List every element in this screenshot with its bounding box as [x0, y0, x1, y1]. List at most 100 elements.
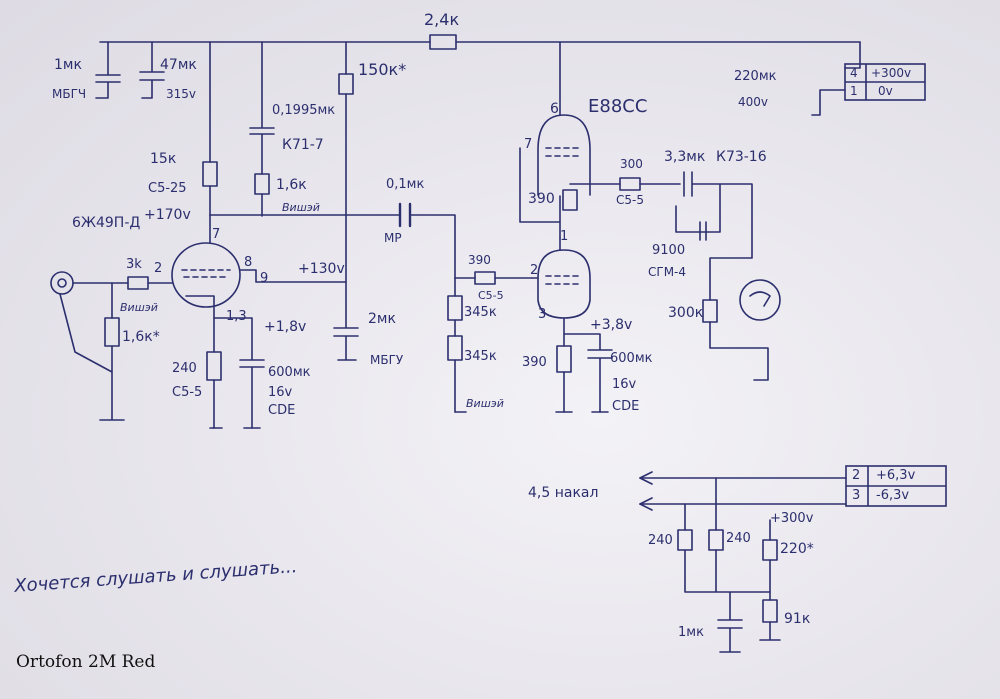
label-220: 220* [780, 541, 814, 557]
label-c5-25: С5-25 [148, 181, 187, 196]
cap-3-3mk [675, 171, 721, 241]
label-600mk-b: 600мк [610, 351, 653, 366]
label-2mk: 2мк [368, 311, 396, 327]
label-cde: CDE [268, 403, 296, 418]
label-9100: 9100 [652, 243, 686, 258]
res-300 [619, 177, 641, 191]
label-1-6k-anode: 1,6к [276, 177, 307, 193]
label-mbgch: МБГЧ [52, 87, 87, 101]
tube-e88cc-bottom [537, 249, 591, 319]
caption: Ortofon 2M Red [16, 652, 156, 672]
label-pin-8: 8 [244, 255, 253, 270]
conn1-val-1: 0v [878, 84, 893, 98]
label-sgm-4: СГМ-4 [648, 265, 687, 279]
res-1-6k-grid [104, 317, 120, 347]
label-pin-1: 1 [560, 229, 569, 244]
label-0-1995mk: 0,1995мк [272, 103, 336, 118]
label-400v: 400v [738, 95, 769, 109]
res-390-k [562, 189, 578, 211]
label-345k-a: 345к [464, 305, 497, 320]
label-vishay-1: Вишэй [282, 201, 320, 214]
res-345k-a [447, 295, 463, 321]
label-315v: 315v [166, 87, 197, 101]
label-e88cc: E88CC [588, 96, 648, 117]
label-tube-6zh49p: 6Ж49П-Д [72, 215, 141, 231]
cap-1mk [95, 41, 121, 99]
label-pin-6: 6 [550, 101, 559, 117]
label-plus-1-8v: +1,8v [264, 319, 307, 335]
res-3k [127, 276, 149, 290]
res-240 [206, 351, 222, 381]
label-mr: МР [384, 231, 402, 245]
res-220 [762, 539, 778, 561]
conn1-pin-1: 1 [850, 84, 858, 98]
label-k71-7: К71-7 [282, 137, 324, 153]
label-plus-3-8v: +3,8v [590, 317, 633, 333]
label-1mk: 1мк [678, 625, 704, 640]
res-15k [202, 161, 218, 187]
tube-6zh49p [171, 242, 241, 308]
label-plus-170v: +170v [144, 207, 191, 223]
label-cde-b: CDE [612, 399, 640, 414]
cap-0-1mk [398, 202, 412, 228]
label-pin-2: 2 [154, 261, 163, 276]
label-1-6k-grid: 1,6к* [122, 329, 160, 345]
conn1-pin-4: 4 [850, 66, 858, 80]
label-345k-b: 345к [464, 349, 497, 364]
res-91k [762, 599, 778, 623]
label-plus-300v: +300v [770, 511, 814, 526]
res-345k-b [447, 335, 463, 361]
label-pin-3: 3 [538, 307, 547, 322]
output-meter [739, 279, 781, 321]
label-240: 240 [172, 361, 197, 376]
label-600mk: 600мк [268, 365, 311, 380]
label-300k: 300к [668, 305, 704, 321]
res-390-kb [556, 345, 572, 373]
label-15k: 15к [150, 151, 177, 167]
label-c5-5-c: С5-5 [616, 193, 644, 207]
label-vishay-2: Вишэй [120, 301, 158, 314]
res-300k [702, 299, 718, 323]
label-vishay-3: Вишэй [466, 397, 504, 410]
conn2-val-2: +6,3v [876, 468, 916, 483]
res-2-4k [429, 34, 457, 50]
label-c5-5-b: С5-5 [478, 289, 504, 302]
label-c5-5-a: С5-5 [172, 385, 203, 400]
label-pin-9: 9 [260, 271, 269, 286]
res-1-6k [254, 173, 270, 195]
label-pin-2b: 2 [530, 263, 539, 278]
label-3-3mk: 3,3мк [664, 149, 706, 165]
cap-47mk [139, 41, 165, 99]
label-1mk: 1мк [54, 57, 82, 73]
label-390-kb: 390 [522, 355, 547, 370]
label-mbgu: МБГУ [370, 353, 404, 367]
label-pin-7b: 7 [524, 137, 533, 152]
label-220mk: 220мк [734, 69, 777, 84]
label-91k: 91к [784, 611, 811, 627]
label-150k: 150к* [358, 60, 407, 79]
label-3k: 3k [126, 257, 142, 272]
res-390-grid [474, 271, 496, 285]
label-heater-240b: 240 [726, 531, 751, 546]
label-390-grid: 390 [468, 253, 491, 267]
tube-e88cc-top [537, 114, 591, 196]
label-heater: 4,5 накал [528, 485, 599, 501]
label-16v: 16v [268, 385, 293, 400]
res-150k [338, 73, 354, 95]
conn1-val-4: +300v [871, 66, 912, 80]
heater-res-240a [677, 529, 693, 551]
label-2-4k: 2,4к [424, 10, 460, 29]
label-0-1mk: 0,1мк [386, 177, 425, 192]
conn2-val-3: -6,3v [876, 488, 910, 503]
label-plus-130v: +130v [298, 261, 345, 277]
conn2-pin-2: 2 [852, 468, 861, 483]
conn2-pin-3: 3 [852, 488, 861, 503]
label-300: 300 [620, 157, 643, 171]
label-heater-240a: 240 [648, 533, 673, 548]
label-390-k: 390 [528, 191, 555, 207]
label-47mk: 47мк [160, 57, 197, 73]
label-pins-1-3: 1,3 [226, 309, 247, 324]
label-pin-7: 7 [212, 227, 221, 242]
heater-res-240b [708, 529, 724, 551]
